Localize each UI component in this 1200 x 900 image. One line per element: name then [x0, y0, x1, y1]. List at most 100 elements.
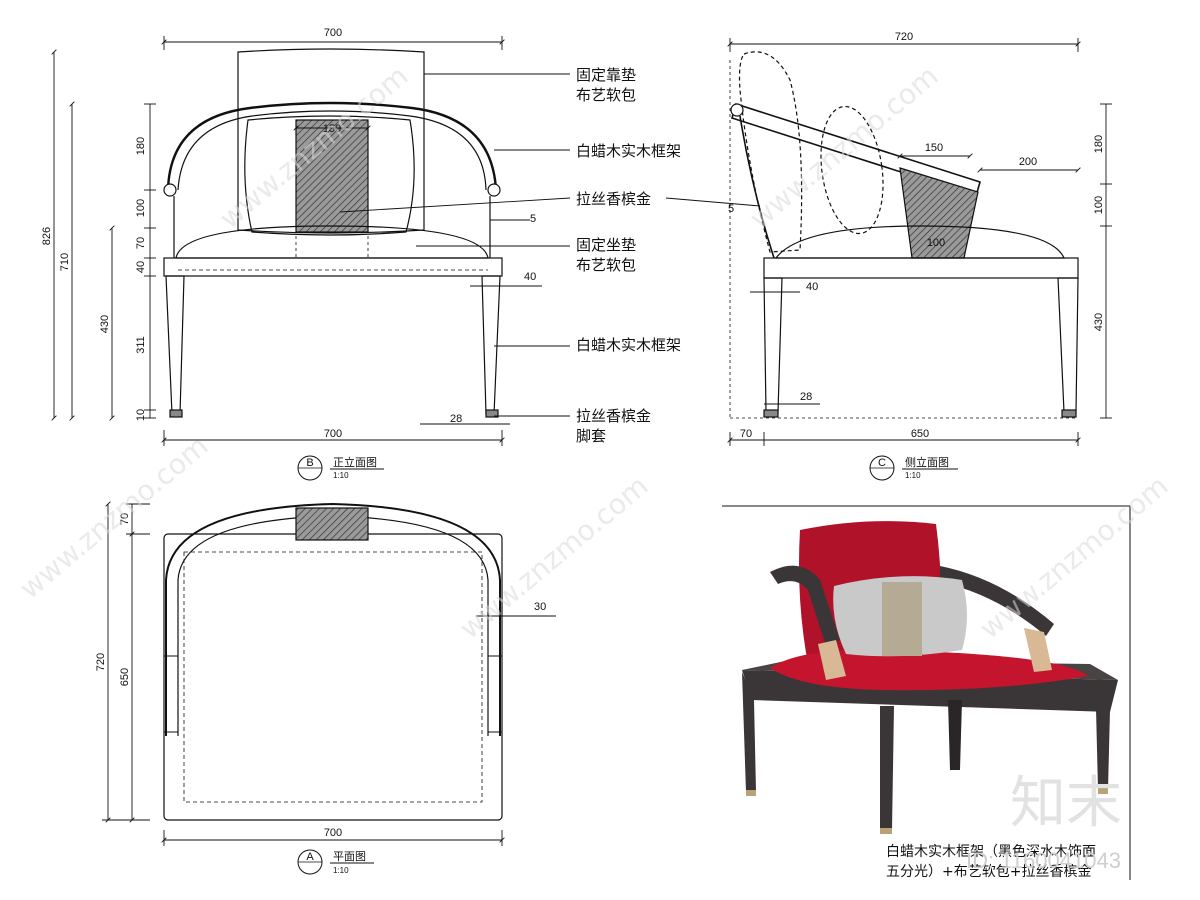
- plan-dimensions: [102, 504, 556, 846]
- product-photo: [722, 505, 1131, 880]
- dim-plan-720: 720: [95, 653, 107, 671]
- dim-front-311: 311: [135, 336, 147, 354]
- dim-front-5: 5: [530, 213, 536, 225]
- watermark-5: www.znzmo.com: [973, 469, 1174, 645]
- dim-front-826: 826: [41, 227, 53, 245]
- caption-line-1: 白蜡木实木框架（黑色深水木饰面: [886, 843, 1096, 860]
- view-side-title: 侧立面图: [905, 455, 949, 469]
- side-dimension-texts: 720 150 200 5 100 40 28 180 100 430 70 6…: [728, 31, 1105, 440]
- front-rail-end-left: [163, 183, 177, 197]
- plan-arm-rail: [165, 502, 501, 736]
- dim-side-40: 40: [806, 281, 818, 293]
- side-seat-frame: [763, 257, 1079, 279]
- view-title-plan: A 平面图 1:10: [297, 849, 374, 875]
- plan-post-left: [163, 655, 179, 733]
- dim-front-10: 10: [135, 409, 147, 421]
- view-front-scale: 1:10: [333, 471, 349, 480]
- dim-front-70: 70: [135, 237, 147, 249]
- dim-front-700-top: 700: [324, 27, 342, 39]
- label-fabric-soft-2: 布艺软包: [576, 256, 636, 274]
- dim-front-150: 150: [323, 123, 341, 135]
- dim-side-5: 5: [728, 203, 734, 215]
- front-seat-cushion: [175, 225, 489, 259]
- dim-front-40b: 40: [524, 271, 536, 283]
- front-elevation: [163, 48, 503, 418]
- label-fixed-seat-cushion: 固定坐垫: [576, 236, 636, 254]
- plan-arm-rail-inner: [177, 515, 489, 736]
- dim-plan-700: 700: [324, 827, 342, 839]
- label-brushed-champagne-2: 拉丝香槟金: [576, 407, 651, 425]
- dim-side-70: 70: [740, 428, 752, 440]
- front-dimensions: [54, 36, 542, 446]
- view-title-side: C 侧立面图 1:10: [869, 455, 958, 481]
- dim-side-28: 28: [800, 391, 812, 403]
- photo-pillow-band: [882, 582, 922, 656]
- front-leg-right: [481, 275, 501, 415]
- dim-side-200: 200: [1019, 156, 1037, 168]
- dim-front-100: 100: [135, 199, 147, 217]
- front-arm-rail-inner: [177, 110, 487, 191]
- front-foot-cover-right: [485, 409, 499, 418]
- front-dimension-texts: 700 700 826 710 430 180 100 70 40 311 10…: [41, 27, 536, 440]
- view-plan-scale: 1:10: [333, 866, 349, 875]
- dim-front-700-bottom: 700: [324, 428, 342, 440]
- side-back-post: [739, 115, 775, 259]
- side-seat-cushion: [774, 225, 1065, 259]
- dim-front-430: 430: [99, 315, 111, 333]
- dim-plan-70: 70: [119, 513, 131, 525]
- side-dimensions: [730, 38, 1112, 446]
- photo-seat-cushion: [770, 649, 1088, 691]
- watermark-4: www.znzmo.com: [453, 469, 654, 645]
- side-elevation: [729, 51, 1079, 419]
- brand-logo: 知末: [1010, 771, 1122, 836]
- dim-front-28: 28: [450, 413, 462, 425]
- dim-front-40: 40: [135, 261, 147, 273]
- front-arm-rail: [166, 101, 498, 191]
- dim-side-650: 650: [911, 428, 929, 440]
- view-plan-title: 平面图: [333, 850, 366, 863]
- label-ash-frame-1: 白蜡木实木框架: [576, 142, 681, 160]
- dim-plan-30: 30: [534, 601, 546, 613]
- view-front-title: 正立面图: [333, 455, 377, 469]
- dim-plan-650: 650: [119, 668, 131, 686]
- material-labels: 固定靠垫 布艺软包 白蜡木实木框架 拉丝香槟金 固定坐垫 布艺软包 白蜡木实木框…: [576, 66, 681, 445]
- plan-view: [163, 502, 503, 821]
- front-seat-frame: [163, 257, 503, 277]
- view-title-front: B 正立面图 1:10: [297, 455, 384, 481]
- dim-side-100r: 100: [1093, 196, 1105, 214]
- photo-caption: 白蜡木实木框架（黑色深水木饰面 五分光）+布艺软包+拉丝香槟金: [886, 843, 1096, 880]
- label-leaders: [339, 73, 761, 417]
- plan-brushed-band: [295, 507, 369, 541]
- front-leg-left: [165, 275, 185, 415]
- view-front-letter: B: [306, 457, 313, 469]
- label-ash-frame-2: 白蜡木实木框架: [576, 336, 681, 354]
- brand-watermark: 知末 ID: 1160041043: [966, 771, 1122, 873]
- plan-cushion-dashed: [183, 551, 483, 803]
- side-rail-end: [730, 103, 744, 117]
- dim-front-180: 180: [135, 137, 147, 155]
- label-fixed-back-cushion: 固定靠垫: [576, 66, 636, 84]
- dim-side-720: 720: [895, 31, 913, 43]
- front-brushed-band: [295, 119, 369, 233]
- dim-front-710: 710: [59, 253, 71, 271]
- dim-side-180: 180: [1093, 135, 1105, 153]
- dim-side-430: 430: [1093, 313, 1105, 331]
- view-side-letter: C: [878, 457, 886, 469]
- dim-side-150: 150: [925, 142, 943, 154]
- side-leg-back: [1057, 277, 1079, 413]
- brand-id: ID: 1160041043: [966, 848, 1121, 873]
- plan-post-right: [487, 655, 503, 733]
- view-plan-letter: A: [306, 851, 314, 863]
- side-leg-front: [763, 277, 783, 413]
- front-rail-end-right: [487, 183, 501, 197]
- label-foot-cover: 脚套: [576, 427, 606, 445]
- front-pillow: [244, 115, 415, 236]
- view-side-scale: 1:10: [905, 471, 921, 480]
- plan-dimension-texts: 70 720 650 30 700: [95, 513, 546, 839]
- label-brushed-champagne-1: 拉丝香槟金: [576, 190, 651, 208]
- front-foot-cover-left: [169, 409, 183, 418]
- watermark-3: www.znzmo.com: [13, 429, 214, 605]
- label-fabric-soft-1: 布艺软包: [576, 86, 636, 104]
- caption-line-2: 五分光）+布艺软包+拉丝香槟金: [886, 864, 1091, 880]
